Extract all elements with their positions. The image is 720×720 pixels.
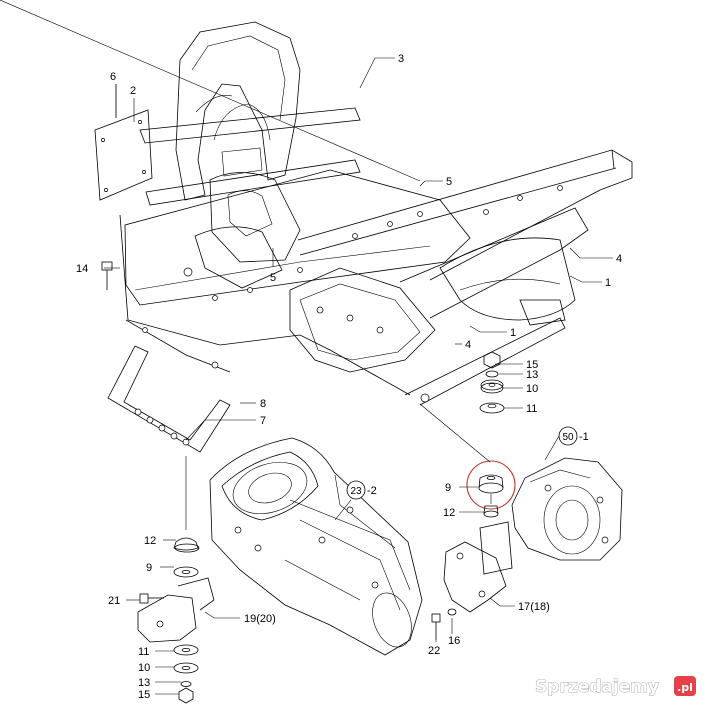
label-16: 16 [448, 635, 460, 647]
label-10-upper: 10 [526, 383, 538, 395]
label-6: 6 [110, 71, 116, 83]
label-5-lower: 5 [270, 272, 276, 284]
part-labels: 3 6 2 5 5 4 1 1 4 14 15 13 10 11 8 7 9 1… [76, 53, 622, 701]
watermark-suffix: .pl [677, 681, 693, 694]
label-15-left: 15 [138, 689, 150, 701]
bolt-14 [101, 261, 113, 290]
mount-9-12-right [466, 460, 516, 518]
callout-23-suffix: -2 [367, 485, 377, 497]
label-2: 2 [130, 85, 136, 97]
label-13-upper: 13 [526, 369, 538, 381]
label-12-left: 12 [144, 535, 156, 547]
label-4-lower: 4 [465, 339, 471, 351]
label-17: 17(18) [518, 601, 550, 613]
label-3: 3 [398, 53, 404, 65]
mounting-bracket-17 [443, 521, 513, 613]
label-1-lower: 1 [510, 327, 516, 339]
tractor-frame-chassis [119, 21, 633, 406]
label-13-left: 13 [138, 677, 150, 689]
label-11-left: 11 [138, 646, 149, 658]
washer-16 [447, 608, 457, 616]
label-9-left: 9 [146, 562, 152, 574]
label-9-right: 9 [445, 482, 451, 494]
label-12-right: 12 [443, 507, 455, 519]
watermark-text: Sprzedajemy [535, 677, 659, 697]
label-5-upper: 5 [446, 176, 452, 188]
bolt-21 [139, 593, 164, 604]
mount-stack-left [173, 537, 200, 704]
label-4-upper: 4 [616, 253, 622, 265]
label-10-left: 10 [138, 662, 150, 674]
label-7: 7 [260, 415, 266, 427]
callout-23-number: 23 [350, 486, 362, 497]
callout-50-number: 50 [562, 432, 574, 443]
callout-23: 23 -2 [346, 480, 377, 500]
highlight-circle [466, 460, 516, 510]
callout-50-suffix: -1 [579, 431, 589, 443]
transmission-assembly [209, 437, 423, 656]
label-22: 22 [428, 645, 440, 657]
watermark-badge [674, 676, 696, 696]
label-14: 14 [76, 263, 88, 275]
callout-50: 50 -1 [558, 426, 589, 446]
gear-housing-assembly [511, 457, 623, 561]
label-8: 8 [260, 398, 266, 410]
frame-bracket-7 [107, 345, 231, 453]
label-11-upper: 11 [526, 403, 537, 415]
watermark: Sprzedajemy .pl [535, 676, 696, 697]
label-1-upper: 1 [605, 277, 611, 289]
label-21: 21 [108, 595, 120, 607]
mounting-bracket-19 [137, 577, 215, 643]
bolt-22 [431, 613, 441, 640]
label-19: 19(20) [244, 613, 276, 625]
side-cover-panel [94, 109, 153, 201]
label-15-upper: 15 [526, 359, 538, 371]
mount-stack-right [479, 351, 505, 414]
leader-lines [0, 0, 613, 695]
